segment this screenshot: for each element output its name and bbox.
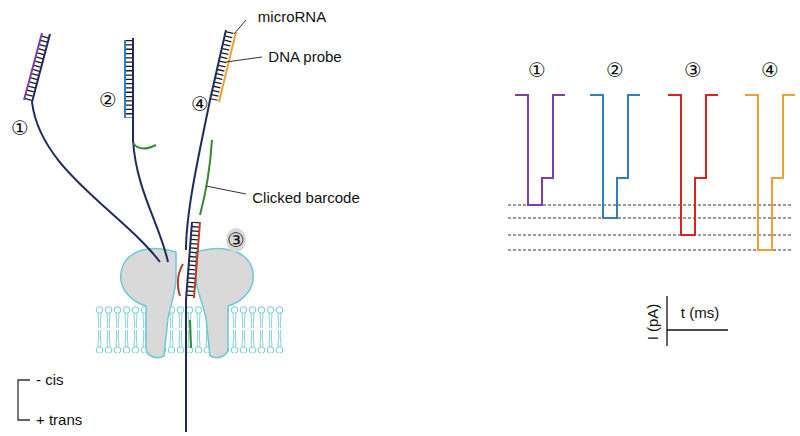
barcode [133, 143, 156, 149]
callout-number: ① [11, 117, 29, 139]
microrna-strand [124, 40, 126, 118]
callout-number: ③ [226, 228, 246, 252]
leader-line [234, 20, 246, 34]
part-label: microRNA [258, 9, 326, 26]
leader-line [226, 57, 262, 62]
base-pairs [126, 40, 133, 118]
pore-protein [121, 249, 176, 358]
microrna-strand [194, 222, 200, 298]
voltage-bracket [18, 380, 30, 420]
axis-label: t (ms) [681, 305, 719, 322]
dna-probe-strand [32, 34, 160, 262]
dna-probe-strand [186, 30, 226, 250]
base-pairs [28, 34, 46, 100]
barcode [190, 320, 191, 348]
barcode [200, 140, 212, 215]
dna-probe-strand [186, 222, 192, 432]
dna-probe-strand [133, 38, 168, 262]
current-levels [508, 205, 792, 250]
scale-axes [667, 296, 728, 346]
current-trace [668, 95, 718, 235]
callout-number: ④ [761, 59, 779, 81]
callout-number: ① [528, 59, 546, 81]
part-label: Clicked barcode [252, 190, 360, 207]
current-trace [745, 95, 795, 250]
microrna-strand [24, 33, 42, 100]
voltage-label: - cis [36, 372, 64, 389]
callout-number: ④ [191, 93, 209, 115]
leader-line [206, 186, 246, 194]
voltage-label: + trans [36, 412, 82, 429]
callout-number: ③ [684, 59, 702, 81]
callout-number: ② [99, 89, 117, 111]
pore-protein [196, 249, 253, 358]
current-trace [590, 95, 640, 218]
callout-number: ② [606, 59, 624, 81]
current-trace [515, 95, 565, 205]
microrna-strand [178, 264, 183, 296]
part-label: DNA probe [268, 49, 341, 66]
microrna-strand [219, 32, 236, 102]
axis-label: I (pA) [645, 304, 662, 341]
